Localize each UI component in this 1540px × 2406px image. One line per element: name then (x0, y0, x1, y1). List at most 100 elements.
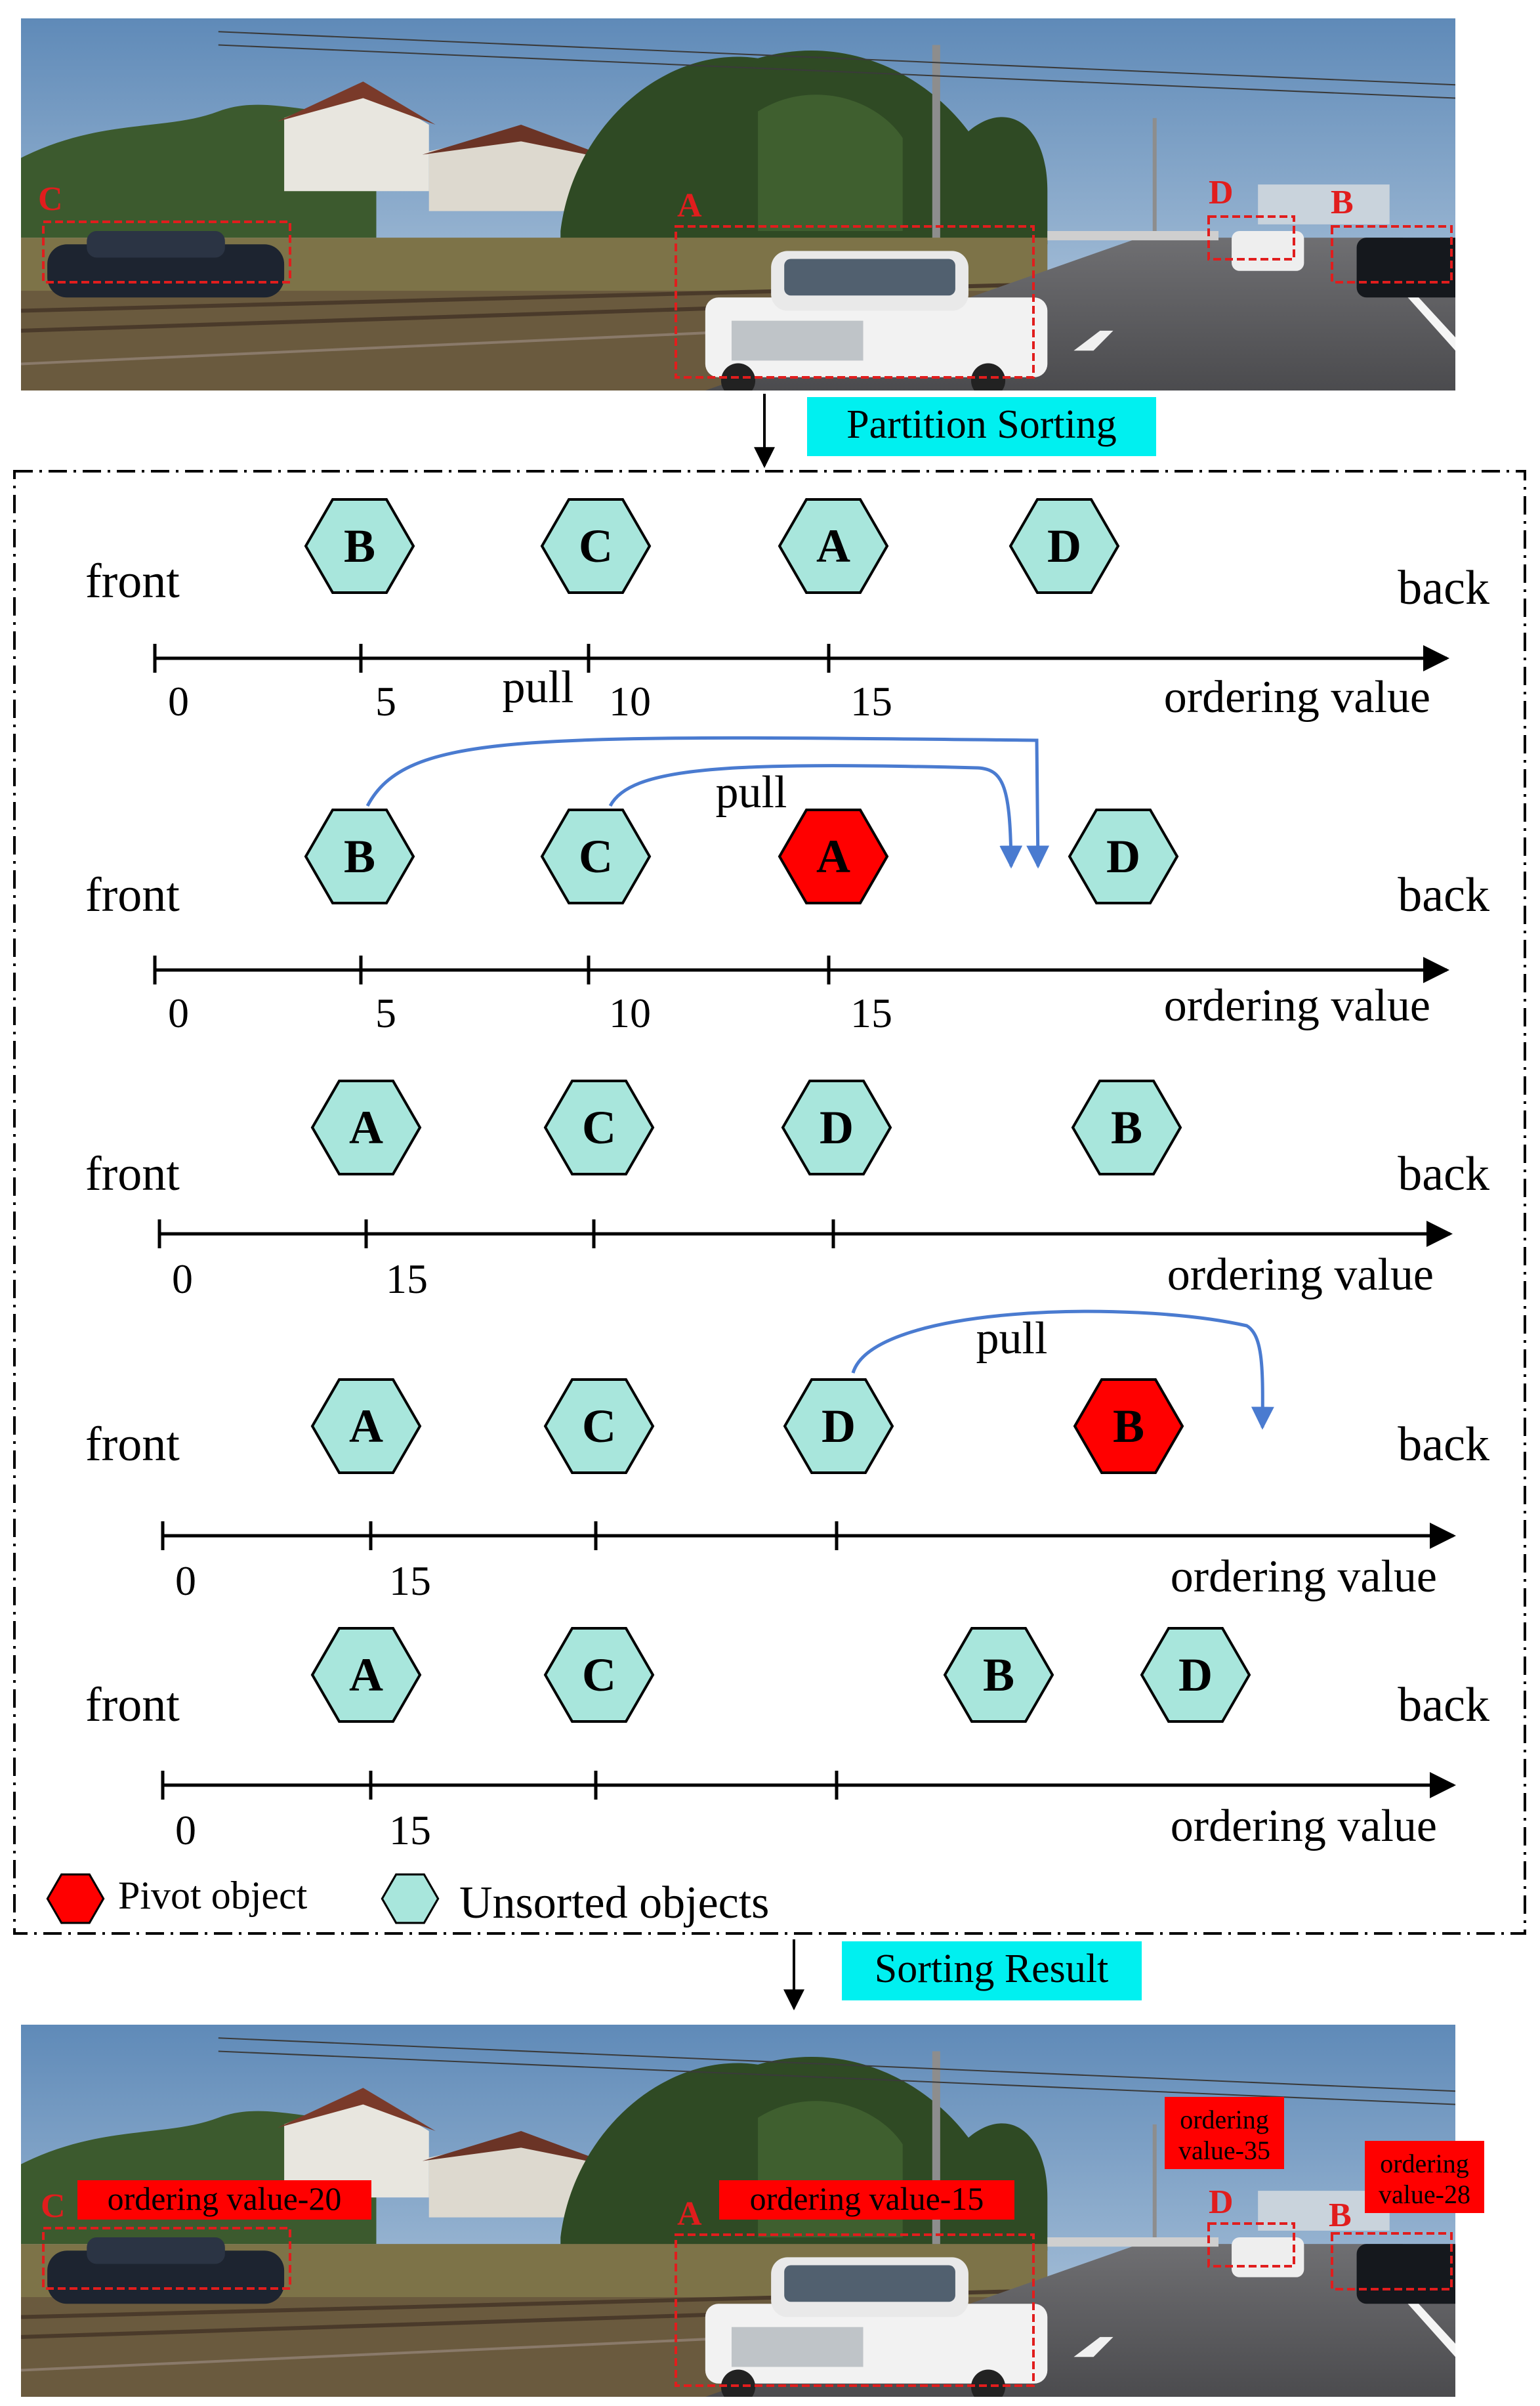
label-a-top: A (677, 187, 702, 224)
object-letter: D (1047, 520, 1081, 572)
tick-label: 15 (389, 1557, 431, 1604)
result-label: Sorting Result (875, 1947, 1109, 1991)
object-letter: B (1113, 1400, 1144, 1452)
pull-label: pull (716, 767, 787, 818)
tag-d-line1: ordering (1180, 2105, 1269, 2134)
tick-label: 0 (168, 678, 189, 725)
front-label: front (85, 1678, 180, 1732)
tick-label: 0 (168, 990, 189, 1036)
object-letter: A (816, 830, 850, 883)
object-letter: A (349, 1400, 383, 1452)
box-d-top (1207, 215, 1295, 261)
street-scene-top (21, 18, 1468, 398)
tick-label: 0 (175, 1807, 196, 1853)
legend-unsorted-icon (381, 1873, 440, 1924)
unsorted-object-d: D (1068, 809, 1178, 904)
object-letter: A (349, 1101, 383, 1154)
tick-label: 5 (375, 990, 396, 1036)
tick-label: 10 (609, 678, 651, 725)
unsorted-object-c: C (541, 809, 651, 904)
back-label: back (1398, 561, 1489, 615)
top-photo: C A D B (21, 18, 1468, 398)
tick-label: 15 (389, 1807, 431, 1853)
unsorted-object-d: D (783, 1378, 894, 1474)
object-letter: B (344, 520, 375, 572)
label-d-top: D (1209, 174, 1234, 211)
pull-arrow-d (851, 1309, 1274, 1430)
box-b-top (1331, 225, 1453, 284)
ordering-value-label: ordering value (1171, 1551, 1437, 1602)
partition-label: Partition Sorting (846, 402, 1117, 447)
ordering-value-label: ordering value (1167, 1250, 1434, 1300)
tag-c-text: ordering value-20 (108, 2180, 342, 2217)
legend-pivot-label: Pivot object (118, 1874, 308, 1917)
pivot-object-b: B (1073, 1378, 1184, 1474)
unsorted-object-d: D (1009, 498, 1119, 594)
back-label: back (1398, 1418, 1489, 1471)
box-a-bottom (675, 2233, 1035, 2387)
partition-frame (13, 470, 1526, 1935)
label-c-bottom: C (41, 2187, 66, 2225)
tag-b-line1: ordering (1380, 2149, 1469, 2178)
tick-label: 5 (375, 678, 396, 725)
unsorted-object-d: D (781, 1080, 892, 1175)
tick-label: 15 (386, 1256, 428, 1302)
box-b-bottom (1331, 2232, 1453, 2290)
object-letter: C (579, 830, 613, 883)
tick-label: 15 (850, 678, 892, 725)
unsorted-object-b: B (944, 1627, 1054, 1723)
unsorted-object-c: C (544, 1080, 654, 1175)
object-letter: B (1111, 1101, 1142, 1154)
unsorted-object-c: C (544, 1627, 654, 1723)
unsorted-object-b: B (304, 809, 415, 904)
unsorted-object-d: D (1140, 1627, 1251, 1723)
box-d-bottom (1207, 2222, 1295, 2268)
object-letter: A (816, 520, 850, 572)
tick-label: 10 (609, 990, 651, 1036)
unsorted-object-b: B (304, 498, 415, 594)
unsorted-object-b: B (1072, 1080, 1182, 1175)
object-letter: C (582, 1649, 616, 1701)
back-label: back (1398, 868, 1489, 922)
tag-d-bg (1165, 2097, 1284, 2169)
tag-a-text: ordering value-15 (750, 2180, 984, 2217)
legend-unsorted-label: Unsorted objects (459, 1878, 769, 1928)
tick-label: 0 (172, 1256, 193, 1302)
unsorted-object-a: A (778, 498, 888, 594)
pull-label: pull (976, 1313, 1048, 1364)
object-letter: B (344, 830, 375, 883)
tag-a-bg (719, 2180, 1014, 2220)
tag-d-line2: value-35 (1178, 2136, 1270, 2165)
pull-label: pull (503, 662, 574, 713)
object-letter: D (820, 1101, 854, 1154)
tag-b-bg (1365, 2141, 1484, 2213)
legend: Pivot object Unsorted objects (46, 1873, 769, 1928)
pull-arrows-step-4: pull (851, 1309, 1274, 1430)
front-label: front (85, 1418, 180, 1471)
legend-pivot-icon (46, 1873, 105, 1924)
label-a-bottom: A (677, 2195, 702, 2233)
object-letter: C (579, 520, 613, 572)
result-banner (842, 1941, 1142, 2000)
object-letter: D (1178, 1649, 1213, 1701)
box-a-top (675, 225, 1035, 379)
object-letter: D (1106, 830, 1140, 883)
tag-b-line2: value-28 (1379, 2180, 1470, 2209)
partition-banner (807, 397, 1156, 456)
object-letter: C (582, 1400, 616, 1452)
object-letter: C (582, 1101, 616, 1154)
unsorted-object-c: C (541, 498, 651, 594)
label-d-bottom: D (1209, 2184, 1234, 2221)
unsorted-object-c: C (544, 1378, 654, 1474)
object-letter: D (822, 1400, 856, 1452)
bottom-photo: ordering value-20 C ordering value-15 A … (21, 2025, 1484, 2404)
pull-arrows-step-2: pull (365, 736, 1050, 869)
